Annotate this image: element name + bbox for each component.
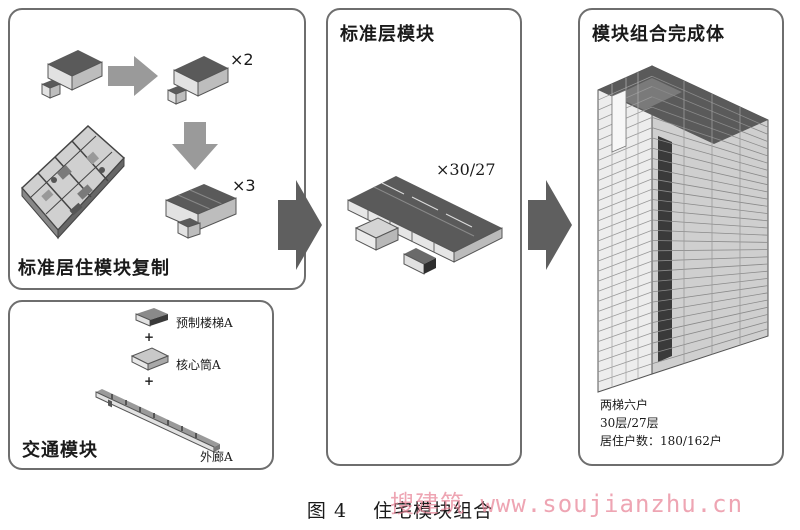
panel-title-assembly: 模块组合完成体 xyxy=(592,24,725,45)
core-tube-icon xyxy=(130,347,170,371)
plus-sign-1: + xyxy=(144,330,155,344)
standard-floor-module-icon xyxy=(347,176,503,275)
exterior-corridor-icon xyxy=(95,389,220,453)
label-prefab-stair: 预制楼梯A xyxy=(176,316,233,330)
label-exterior-corridor: 外廊A xyxy=(200,450,233,464)
panel-standard-residential-module xyxy=(8,8,306,290)
plus-sign-2: + xyxy=(144,374,155,388)
unit-module-x3-icon xyxy=(165,184,237,239)
panel-title-standard-residential: 标准居住模块复制 xyxy=(18,258,170,279)
figure-number: 图 4 xyxy=(306,500,348,522)
panel-transport-module xyxy=(8,300,274,470)
note-elevators-units: 两梯六户 xyxy=(600,398,649,412)
multiplier-x30-27: ×30/27 xyxy=(436,160,496,179)
panel-title-transport: 交通模块 xyxy=(22,440,98,461)
watermark-text: 搜建筑 www.soujianzhu.cn xyxy=(390,490,744,518)
figure-caption: 图 4 住宅模块组合 xyxy=(0,496,800,523)
arrow-down-icon xyxy=(172,122,218,170)
note-households: 居住户数：180/162户 xyxy=(600,434,722,448)
arrow-right-large-icon xyxy=(278,180,322,270)
multiplier-x2: ×2 xyxy=(230,50,254,69)
prefab-stair-icon xyxy=(135,308,168,327)
unit-module-x2-icon xyxy=(167,56,229,105)
arrow-right-icon xyxy=(108,56,158,96)
unit-module-icon xyxy=(41,50,103,99)
panel-title-standard-floor: 标准层模块 xyxy=(340,24,435,45)
label-core-tube: 核心筒A xyxy=(176,358,221,372)
tower-building-icon xyxy=(597,65,769,393)
note-floors: 30层/27层 xyxy=(600,416,659,430)
figure-title: 住宅模块组合 xyxy=(373,500,494,522)
arrow-right-large-icon-2 xyxy=(528,180,572,270)
multiplier-x3: ×3 xyxy=(232,176,256,195)
unit-floorplan-rendering xyxy=(20,124,126,240)
